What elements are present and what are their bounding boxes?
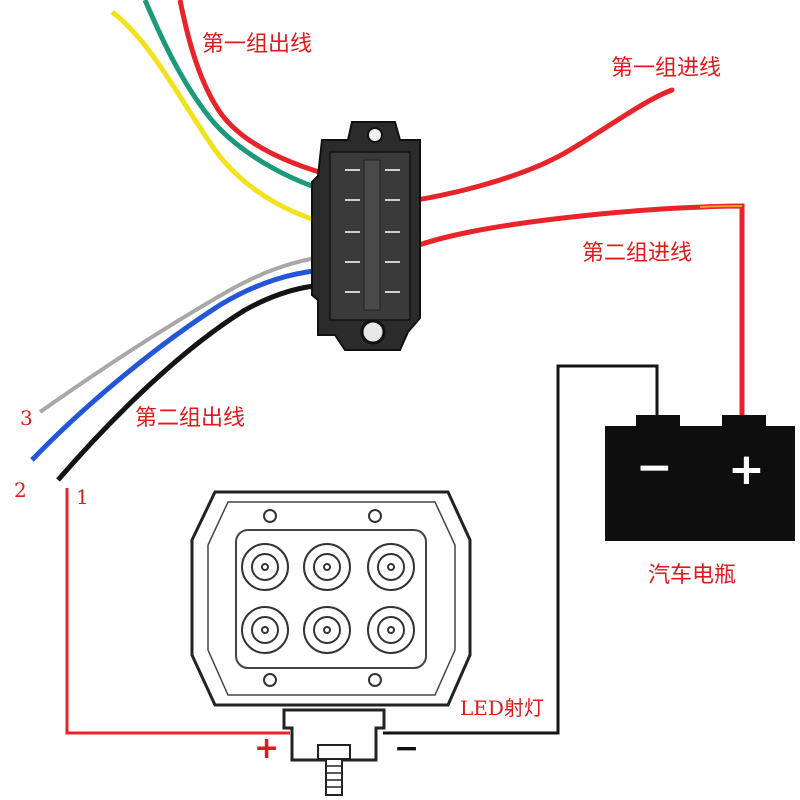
led-light xyxy=(190,490,472,796)
group1-red-wire xyxy=(177,0,341,181)
led-negative-wire xyxy=(383,364,659,735)
led-positive-wire xyxy=(65,488,290,735)
battery-positive-sign: + xyxy=(728,444,765,495)
relay-module xyxy=(311,121,421,351)
battery-negative-sign: − xyxy=(636,442,673,493)
battery-label: 汽车电瓶 xyxy=(648,563,737,588)
group2-blue-wire xyxy=(30,267,351,462)
group1-yellow-wire xyxy=(110,9,349,231)
wire-number-2: 2 xyxy=(14,478,27,502)
wire-number-1: 1 xyxy=(76,485,89,509)
group1-input-label: 第一组进线 xyxy=(611,56,722,81)
led-label: LED射灯 xyxy=(460,696,544,720)
wire-number-3: 3 xyxy=(20,406,33,430)
led-positive-sign: + xyxy=(254,731,280,766)
group1-output-label: 第一组出线 xyxy=(202,32,313,57)
group2-gray-wire xyxy=(38,253,351,414)
group1-input-wire xyxy=(380,87,675,208)
group2-input-label: 第二组进线 xyxy=(582,241,693,266)
group2-output-label: 第二组出线 xyxy=(135,406,246,431)
car-battery xyxy=(605,415,795,541)
led-negative-sign: − xyxy=(394,731,420,766)
group2-input-wire xyxy=(381,203,745,425)
group1-green-wire xyxy=(142,0,351,199)
